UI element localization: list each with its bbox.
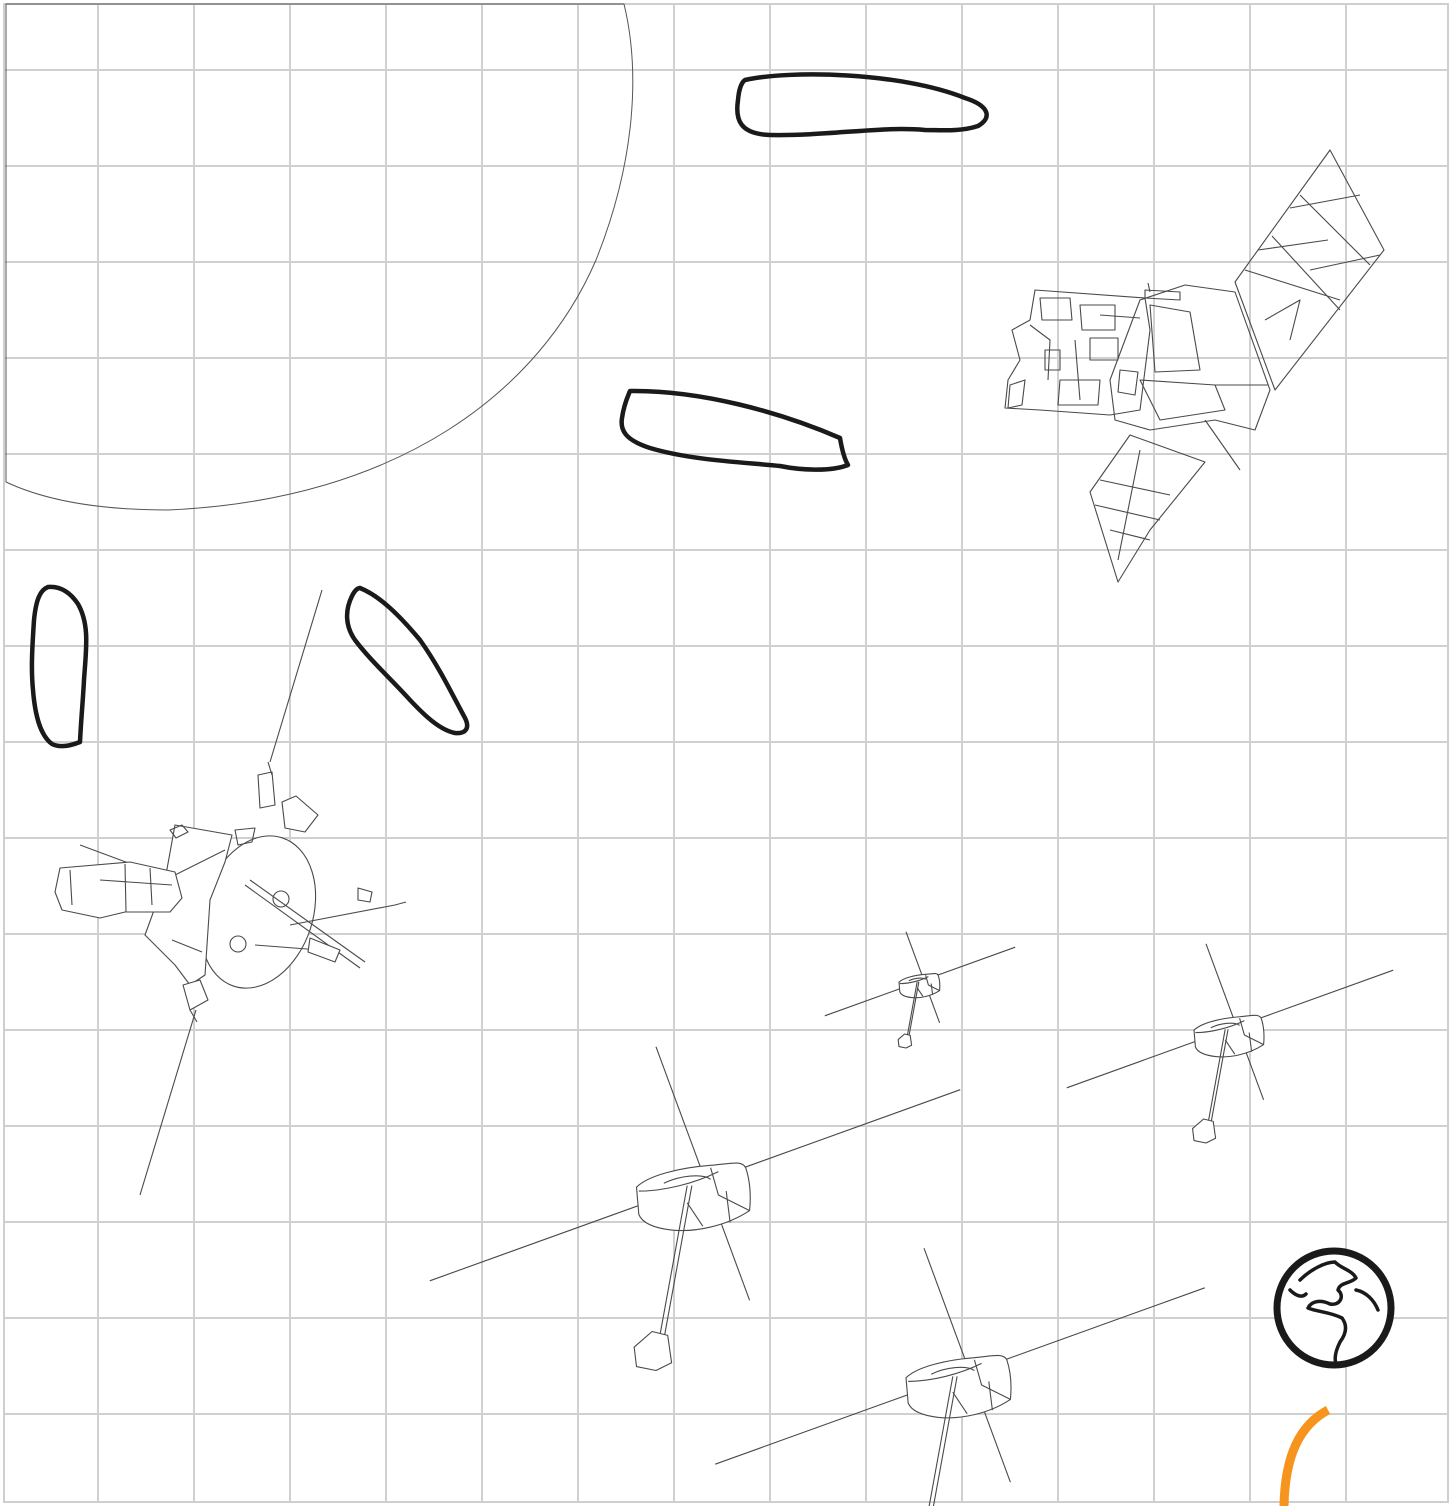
frame-border <box>4 4 1448 1502</box>
globe-icon <box>1277 1251 1391 1365</box>
planet-arc <box>6 4 633 510</box>
space-probe-large-left <box>55 590 406 1195</box>
solar-panel-lower <box>1090 435 1205 582</box>
blob-left-tall <box>32 587 86 746</box>
satellite-illustration <box>1005 150 1384 582</box>
small-probe-illustration <box>715 1248 1205 1506</box>
blob-left-diagonal <box>347 588 467 733</box>
small-probe-illustration <box>1067 944 1393 1143</box>
probe-rtg-boom <box>55 862 182 918</box>
blob-middle <box>622 391 848 470</box>
blob-top-center <box>737 74 986 135</box>
probe-group <box>430 932 1393 1506</box>
probe-antenna-mast <box>270 590 322 762</box>
instrument-cluster <box>1005 290 1150 415</box>
small-probe-illustration <box>430 1047 960 1371</box>
orange-arc <box>1284 1410 1328 1506</box>
background-grid <box>4 4 1448 1502</box>
